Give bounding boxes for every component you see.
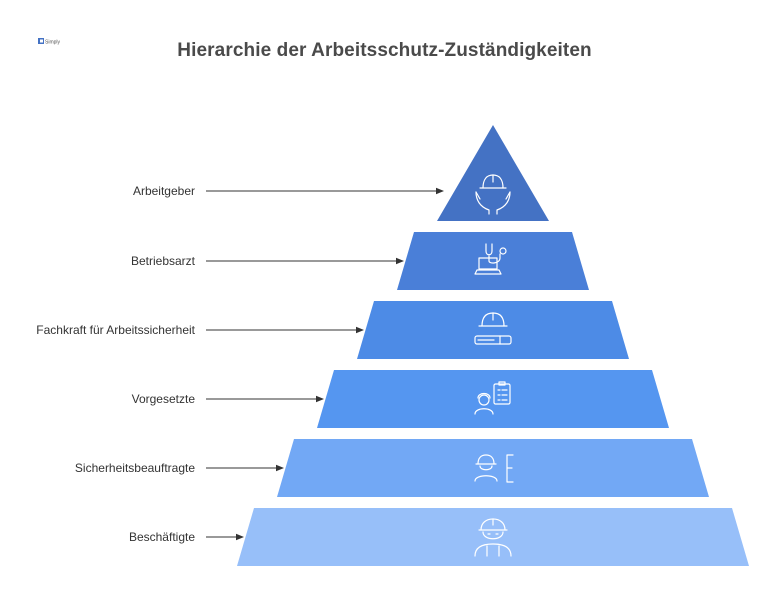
pyramid-tier-2 <box>397 232 589 290</box>
pyramid-level-arbeitgeber: Arbeitgeber <box>133 125 549 221</box>
supervisor-clipboard-icon <box>474 381 511 415</box>
level-label-vorgesetzte: Vorgesetzte <box>132 392 196 406</box>
hard-hat-in-hands-icon <box>475 174 511 215</box>
level-label-sicherheitsbeauftragte: Sicherheitsbeauftragte <box>75 461 195 475</box>
pyramid-tier-5 <box>277 439 709 497</box>
logo-text: Simply <box>45 40 61 46</box>
hard-hat-and-tools-icon <box>474 312 512 345</box>
pyramid-level-fachkraft: Fachkraft für Arbeitssicherheit <box>36 301 629 359</box>
pyramid-level-sicherheitsbeauftragte: Sicherheitsbeauftragte <box>75 439 709 497</box>
pyramid-tier-4 <box>317 370 669 428</box>
stethoscope-laptop-icon <box>474 243 507 275</box>
level-label-arbeitgeber: Arbeitgeber <box>133 184 195 198</box>
level-label-beschaeftigte: Beschäftigte <box>129 530 195 544</box>
pyramid-tier-6 <box>237 508 749 566</box>
level-label-betriebsarzt: Betriebsarzt <box>131 254 196 268</box>
worker-with-helmet-icon <box>474 518 512 557</box>
page-title: Hierarchie der Arbeitsschutz-Zuständigke… <box>177 40 592 61</box>
level-label-fachkraft: Fachkraft für Arbeitssicherheit <box>36 323 195 337</box>
pyramid-level-beschaeftigte: Beschäftigte <box>129 508 749 566</box>
pyramid-level-vorgesetzte: Vorgesetzte <box>132 370 669 428</box>
pyramid-tier-1 <box>437 125 549 221</box>
company-logo-icon: Simply <box>38 38 61 46</box>
safety-officer-icon <box>474 454 514 483</box>
company-logo: Simply <box>38 33 62 46</box>
pyramid-tier-3 <box>357 301 629 359</box>
pyramid-level-betriebsarzt: Betriebsarzt <box>131 232 589 290</box>
